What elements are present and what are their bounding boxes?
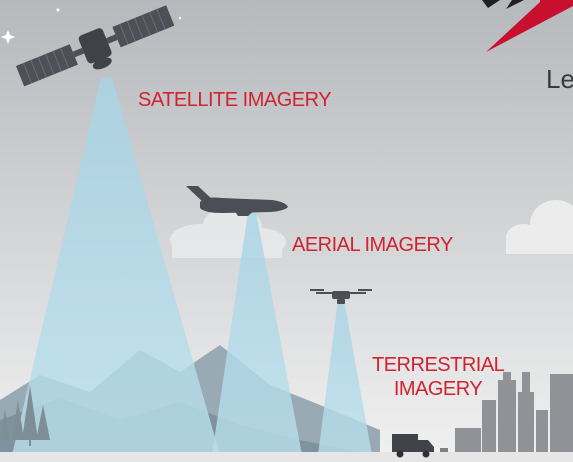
satellite-imagery-label: SATELLITE IMAGERY [138,89,332,111]
imaging-beams [12,78,372,455]
aerial-imagery-label: AERIAL IMAGERY [292,234,453,256]
aerial-beam [212,212,302,455]
brand-partial-text: Le [546,64,573,94]
satellite-icon [15,5,175,87]
logo-mark-icon [482,0,573,52]
cloud-right [506,200,573,254]
drone-beam [318,300,372,455]
satellite-beam [12,78,220,455]
drone-icon [310,289,372,304]
terrestrial-label-line2: IMAGERY [393,378,483,400]
truck-icon [392,434,448,458]
airplane-icon [186,186,288,216]
terrestrial-imagery-label: TERRESTRIAL IMAGERY [372,353,505,401]
terrestrial-label-line1: TERRESTRIAL [372,354,505,376]
trees-icon [0,385,50,446]
city-skyline-icon [455,372,573,462]
ground [0,452,573,462]
stars [1,8,182,44]
